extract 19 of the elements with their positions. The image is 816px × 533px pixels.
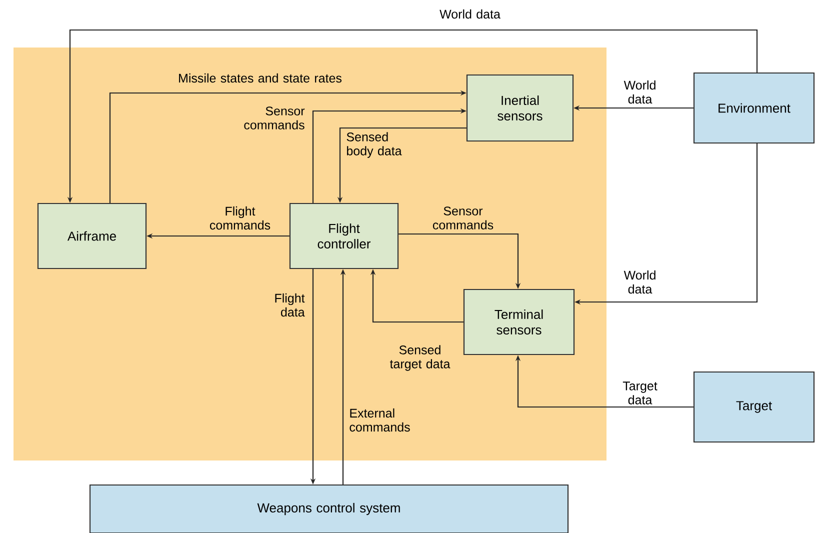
process-box: Inertial sensors: [466, 74, 574, 142]
process-box: Airframe: [37, 202, 147, 270]
process-box: Weapons control system: [89, 484, 569, 533]
edge-label: Sensor commands: [432, 206, 494, 230]
edge-label: Sensed body data: [346, 132, 402, 158]
edge-label: Target data: [622, 382, 658, 404]
edge-label: World data: [440, 9, 500, 19]
process-box: Target: [693, 371, 815, 443]
edge-label: Missile states and state rates: [179, 73, 342, 83]
edge-label: Flight commands: [210, 206, 270, 230]
edge-label: World data: [624, 80, 656, 104]
process-box: Flight controller: [289, 202, 399, 270]
edge-label: Sensed target data: [390, 345, 450, 371]
process-box: Terminal sensors: [463, 288, 575, 356]
edge-label: Sensor commands: [244, 106, 305, 130]
edge-label: Flight data: [275, 293, 305, 317]
edge-label: World data: [624, 270, 656, 294]
process-box: Environment: [693, 72, 815, 144]
edge-label: External commands: [350, 408, 410, 432]
